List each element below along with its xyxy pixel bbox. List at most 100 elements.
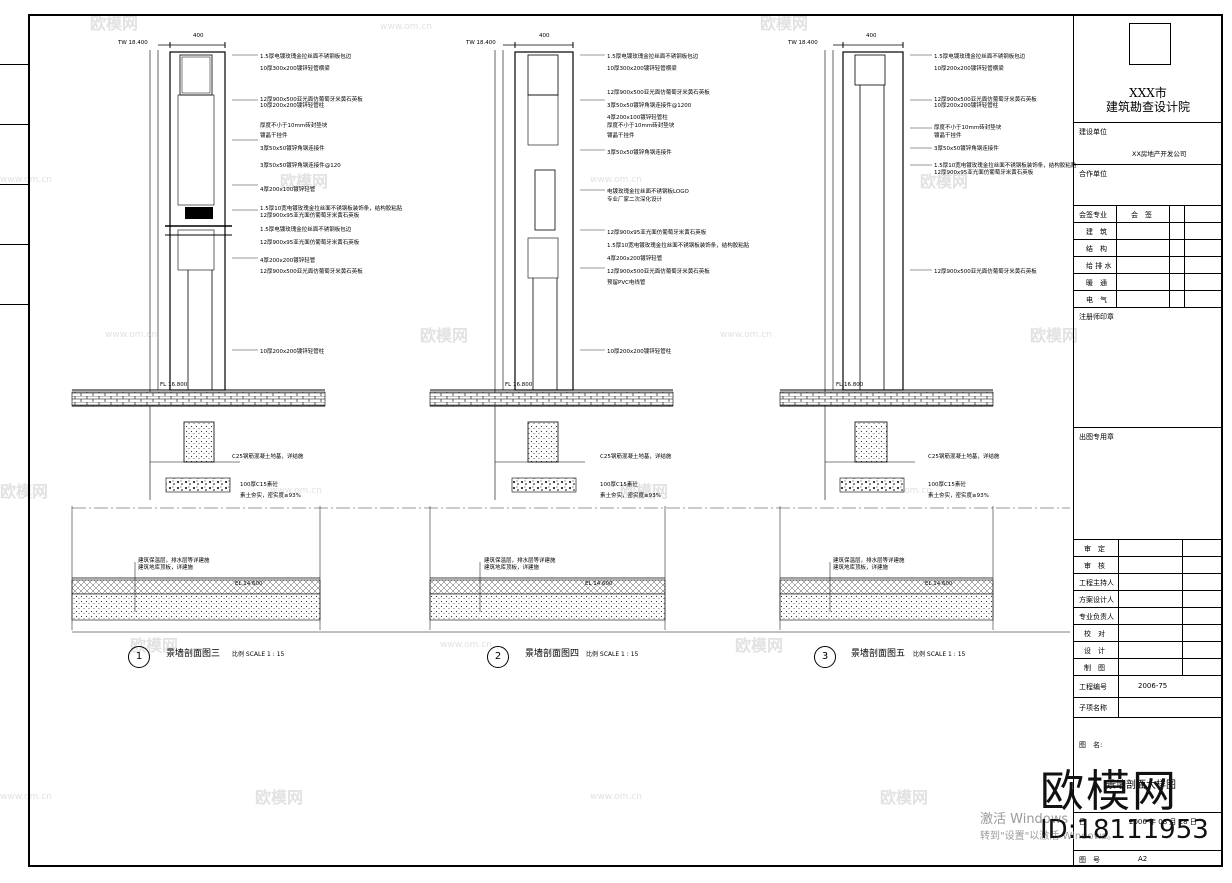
note: 3厚50x50镀锌角钢连接件 xyxy=(934,146,999,152)
note: 厚度不小于10mm砖封垫块 xyxy=(607,123,675,129)
sheet-no-value: A2 xyxy=(1138,855,1148,863)
roof-note: 建筑地库顶板，详建施 xyxy=(833,565,889,571)
drawing-name-value: 景墙剖面大样图 xyxy=(1106,780,1176,791)
approval-row: 制 图 xyxy=(1074,658,1222,676)
note: 镀晶干挂件 xyxy=(934,133,962,139)
project-no-value: 2006-75 xyxy=(1138,682,1168,690)
section-number-badge: 1 xyxy=(128,646,150,668)
note: 4厚200x200镀锌轻管 xyxy=(607,256,663,262)
note: 12厚900x500亚光面仿葡萄牙米黄石英板 xyxy=(934,269,1037,275)
date-row: 日 2006 年 08 月 28 日 xyxy=(1074,812,1222,830)
note: 12厚900x500亚光面仿葡萄牙米黄石英板 xyxy=(607,269,710,275)
sheet-no-row: 图 号 A2 xyxy=(1074,850,1222,868)
note: 12厚900x500亚光面仿葡萄牙米黄石英板 xyxy=(934,97,1037,103)
note: 4厚200x200镀锌轻管 xyxy=(260,258,316,264)
approval-row: 审 核 xyxy=(1074,556,1222,574)
soil-note: 素土夯实，密实度≥93% xyxy=(928,493,989,499)
partner-label: 合作单位 xyxy=(1079,170,1107,178)
footing-note: C25钢筋混凝土地基，详结施 xyxy=(600,454,672,460)
note: 厚度不小于10mm砖封垫块 xyxy=(260,123,328,129)
model-id-watermark: ID:18111953 xyxy=(1040,815,1209,845)
ground-elevation: FL 16.800 xyxy=(160,382,188,388)
approval-row: 专业负责人 xyxy=(1074,607,1222,625)
approval-row: 校 对 xyxy=(1074,624,1222,642)
approval-label: 设 计 xyxy=(1084,647,1105,655)
note: 预留PVC电线管 xyxy=(607,280,646,286)
note: 1.5厚电镀玫瑰金拉丝面不锈钢板包边 xyxy=(260,227,352,233)
approval-row: 方案设计人 xyxy=(1074,590,1222,608)
drawing-stamp-area: 出图专用章 xyxy=(1074,427,1222,540)
client-value: XX房地产开发公司 xyxy=(1132,150,1187,158)
approval-row: 工程主持人 xyxy=(1074,573,1222,591)
note: 4厚200x100镀锌轻管柱 xyxy=(607,115,668,121)
note: 1.5厚电镀玫瑰金拉丝面不锈钢板包边 xyxy=(934,54,1026,60)
base-elevation: EL 14.600 xyxy=(925,581,953,587)
discipline-label: 电 气 xyxy=(1086,296,1107,304)
note: 10厚200x200镀锌轻管柱 xyxy=(934,103,999,109)
discipline-label: 建 筑 xyxy=(1086,228,1107,236)
client-row: 建设单位 xyxy=(1074,122,1222,143)
discipline-row: 给 排 水 xyxy=(1074,256,1222,274)
section-1-drawing xyxy=(71,42,326,630)
institute-city: XXX市 xyxy=(1129,86,1167,100)
approval-label: 校 对 xyxy=(1084,630,1105,638)
note: 3厚50x50镀锌角钢连接件 xyxy=(260,146,325,152)
discipline-row: 暖 通 xyxy=(1074,273,1222,291)
discipline-row: 结 构 xyxy=(1074,239,1222,257)
date-label: 日 xyxy=(1079,818,1086,826)
note: 10厚300x200镀锌轻管横梁 xyxy=(260,66,330,72)
roof-note: 建筑保温层，排水层等详建施 xyxy=(833,558,905,564)
note: 厚度不小于10mm砖封垫块 xyxy=(934,125,1002,131)
width-dimension: 400 xyxy=(193,33,204,39)
note: 10厚200x200镀锌轻管柱 xyxy=(260,349,325,355)
section-3-drawing xyxy=(779,42,994,630)
note: 10厚300x200镀锌轻管横梁 xyxy=(607,66,677,72)
title-block: XXX市 建筑勘查设计院 建设单位 XX房地产开发公司 合作单位 会签专业 会 … xyxy=(1073,14,1223,867)
ground-elevation: FL 16.800 xyxy=(836,382,864,388)
footing-note: C25钢筋混凝土地基，详结施 xyxy=(928,454,1000,460)
approval-label: 工程主持人 xyxy=(1079,579,1114,587)
reg-stamp-area: 注册师印章 xyxy=(1074,307,1222,428)
note: 10厚200x200镀锌轻管横梁 xyxy=(934,66,1004,72)
drawing-name-area: 图 名: 景墙剖面大样图 xyxy=(1074,717,1222,813)
brand-watermark-large: 欧模网 xyxy=(1040,766,1178,817)
date-value: 2006 年 08 月 28 日 xyxy=(1129,818,1197,826)
roof-note: 建筑地库顶板，详建施 xyxy=(138,565,194,571)
roof-note: 建筑保温层，排水层等详建施 xyxy=(138,558,210,564)
institute-logo-box xyxy=(1129,23,1171,65)
footing-note: C25钢筋混凝土地基，详结施 xyxy=(232,454,304,460)
note: 电镀玫瑰金拉丝面不锈钢板LOGO xyxy=(607,189,689,195)
note: 1.5厚电镀玫瑰金拉丝面不锈钢板包边 xyxy=(607,54,699,60)
soil-note: 素土夯实，密实度≥93% xyxy=(240,493,301,499)
note: 专业厂家二次深化设计 xyxy=(607,197,663,203)
width-dimension: 400 xyxy=(539,33,550,39)
top-elevation: TW 18.400 xyxy=(118,40,148,46)
note: 12厚900x500亚光面仿葡萄牙米黄石英板 xyxy=(260,269,363,275)
note: 1.5厚10宽电镀玫瑰金拉丝面不锈钢板装饰条，结构胶粘贴 xyxy=(607,243,750,249)
sheet-no-label: 图 号 xyxy=(1079,856,1100,864)
section-scale: 比例 SCALE 1 : 15 xyxy=(232,651,285,658)
approval-label: 专业负责人 xyxy=(1079,613,1114,621)
windows-activation-title: 激活 Windows xyxy=(980,812,1069,827)
note: 1.5厚电镀玫瑰金拉丝面不锈钢板包边 xyxy=(260,54,352,60)
approval-label: 制 图 xyxy=(1084,664,1105,672)
section-scale: 比例 SCALE 1 : 15 xyxy=(586,651,639,658)
note: 12厚900x500亚光面仿葡萄牙米黄石英板 xyxy=(260,97,363,103)
gravel-note: 100厚C15素砼 xyxy=(240,482,278,488)
note: 3厚50x50镀锌角钢连接件@1200 xyxy=(607,103,692,109)
approval-label: 审 核 xyxy=(1084,562,1105,570)
reg-stamp-label: 注册师印章 xyxy=(1079,313,1114,321)
note: 1.5厚10宽电镀玫瑰金拉丝面不锈钢板装饰条，结构胶粘贴 xyxy=(934,163,1077,169)
discipline-label: 暖 通 xyxy=(1086,279,1107,287)
client-label: 建设单位 xyxy=(1079,128,1107,136)
note: 12厚900x95亚光面仿葡萄牙米黄石英板 xyxy=(607,230,707,236)
section-number-badge: 3 xyxy=(814,646,836,668)
gravel-note: 100厚C15素砼 xyxy=(600,482,638,488)
section-scale: 比例 SCALE 1 : 15 xyxy=(913,651,966,658)
drawing-name-label: 图 名: xyxy=(1079,741,1103,749)
sign-header-label: 会签专业 xyxy=(1079,211,1107,219)
approval-label: 审 定 xyxy=(1084,545,1105,553)
base-elevation: EL 14.600 xyxy=(585,581,613,587)
section-title: 景墙剖面图三 xyxy=(166,649,221,659)
